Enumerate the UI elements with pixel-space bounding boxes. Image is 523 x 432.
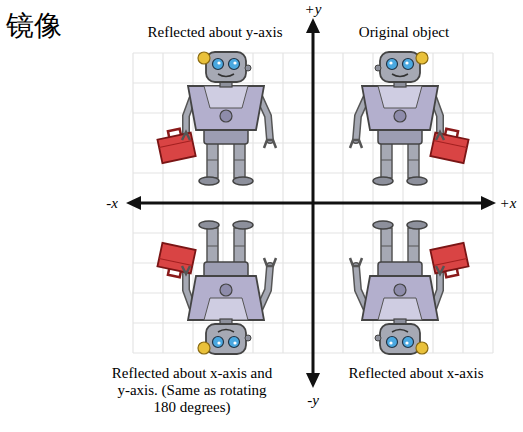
quadrant-caption: Reflected about x-axis and y-axis. (Same… bbox=[108, 365, 276, 416]
quadrant-caption: Original object bbox=[359, 24, 449, 41]
quadrant-caption: Reflected about x-axis bbox=[349, 365, 484, 382]
axis-label: +y bbox=[305, 1, 322, 18]
page-title: 镜像 bbox=[6, 10, 62, 42]
axis-label: -x bbox=[106, 195, 118, 212]
axes bbox=[126, 18, 496, 388]
quadrant-caption: Reflected about y-axis bbox=[148, 24, 283, 41]
axis-label: -y bbox=[307, 392, 319, 409]
axis-label: +x bbox=[500, 195, 517, 212]
